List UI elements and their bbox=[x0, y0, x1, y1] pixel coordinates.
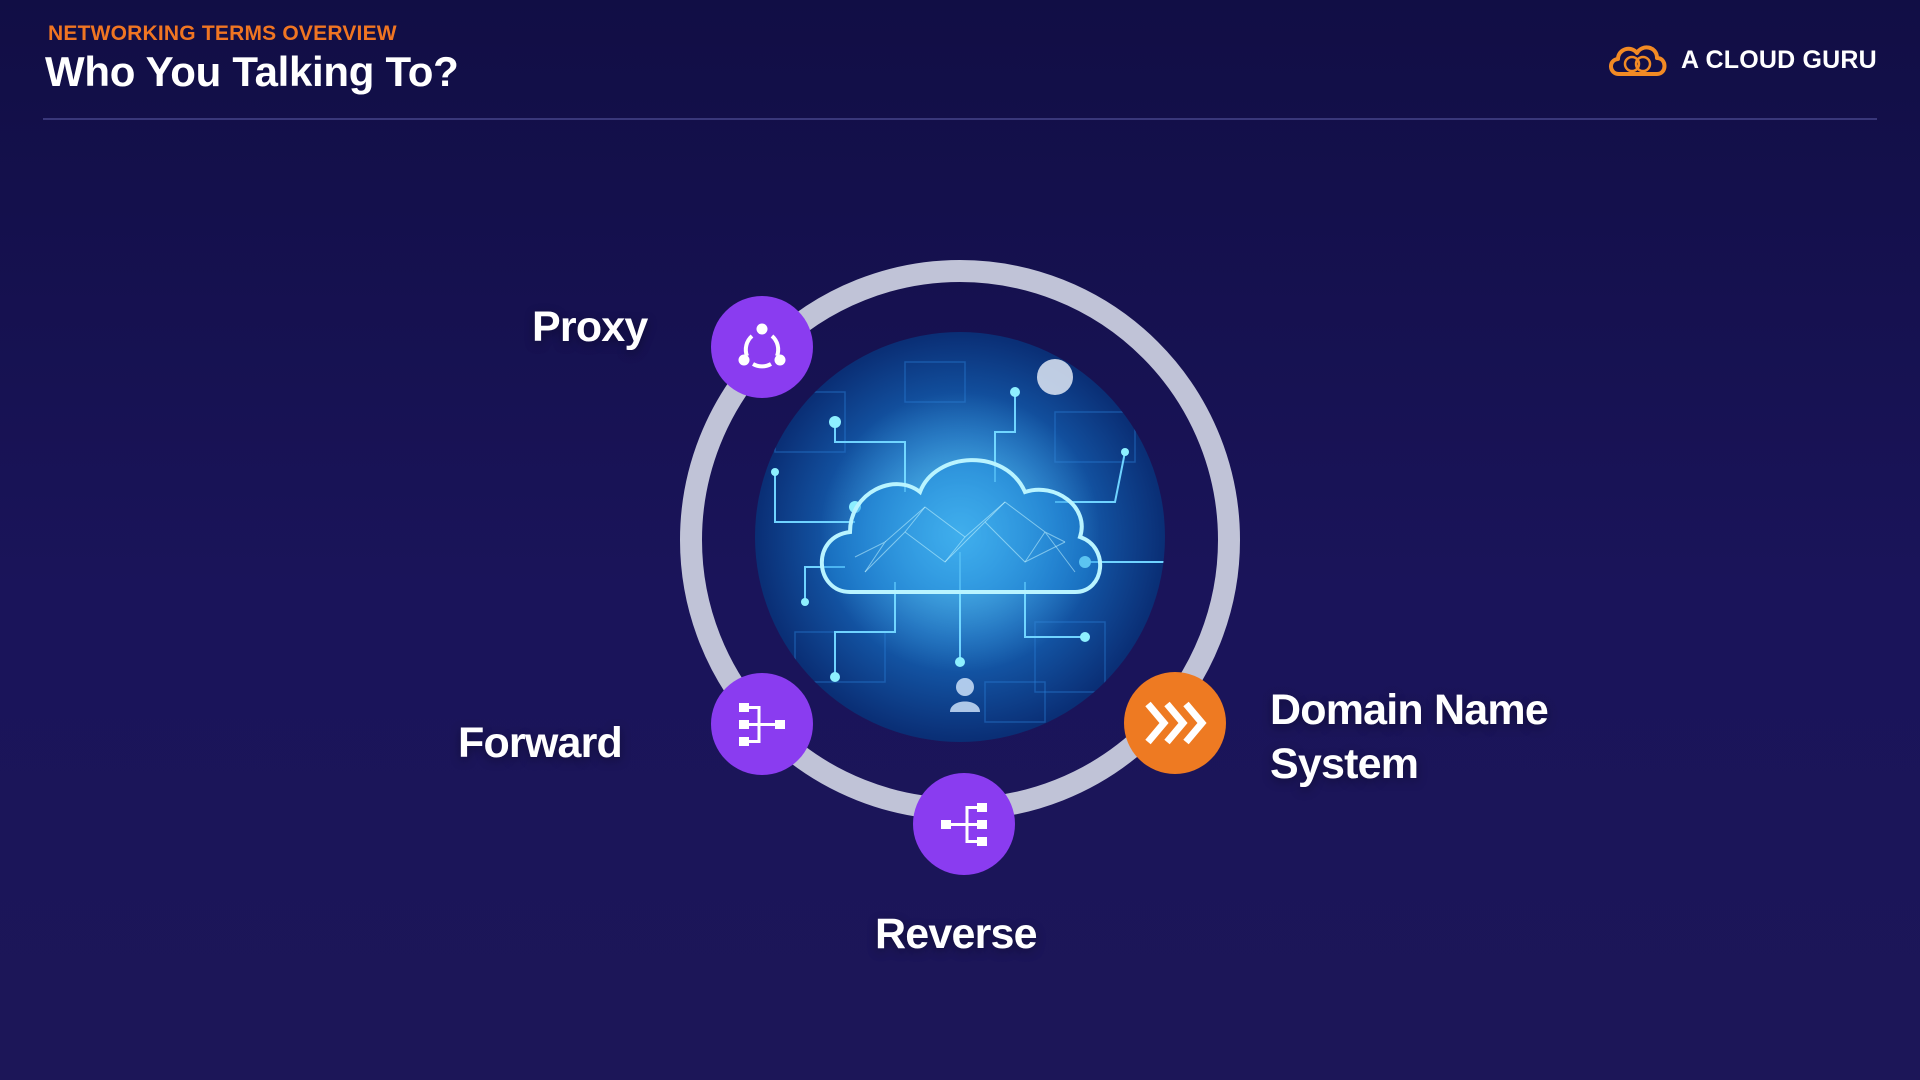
brand-logo: A CLOUD GURU bbox=[1605, 38, 1877, 82]
chevrons-right-icon bbox=[1145, 701, 1207, 745]
forward-node bbox=[711, 673, 813, 775]
cloud-network-illustration bbox=[755, 332, 1165, 742]
header-divider bbox=[43, 118, 1877, 120]
forward-label: Forward bbox=[458, 719, 623, 767]
dns-label: Domain Name System bbox=[1270, 683, 1549, 791]
dns-node bbox=[1124, 672, 1226, 774]
proxy-node bbox=[711, 296, 813, 398]
page-title: Who You Talking To? bbox=[45, 48, 459, 95]
forward-hierarchy-icon bbox=[739, 703, 785, 746]
reverse-node bbox=[913, 773, 1015, 875]
dns-label-line1: Domain Name bbox=[1270, 686, 1549, 734]
reverse-label: Reverse bbox=[875, 910, 1038, 958]
cloud-logo-icon bbox=[1609, 45, 1667, 76]
eyebrow-label: NETWORKING TERMS OVERVIEW bbox=[48, 22, 397, 45]
dns-label-line2: System bbox=[1270, 740, 1419, 788]
share-nodes-icon bbox=[738, 323, 786, 369]
brand-name: A CLOUD GURU bbox=[1681, 45, 1877, 74]
reverse-hierarchy-icon bbox=[941, 803, 987, 846]
proxy-label: Proxy bbox=[532, 303, 648, 351]
